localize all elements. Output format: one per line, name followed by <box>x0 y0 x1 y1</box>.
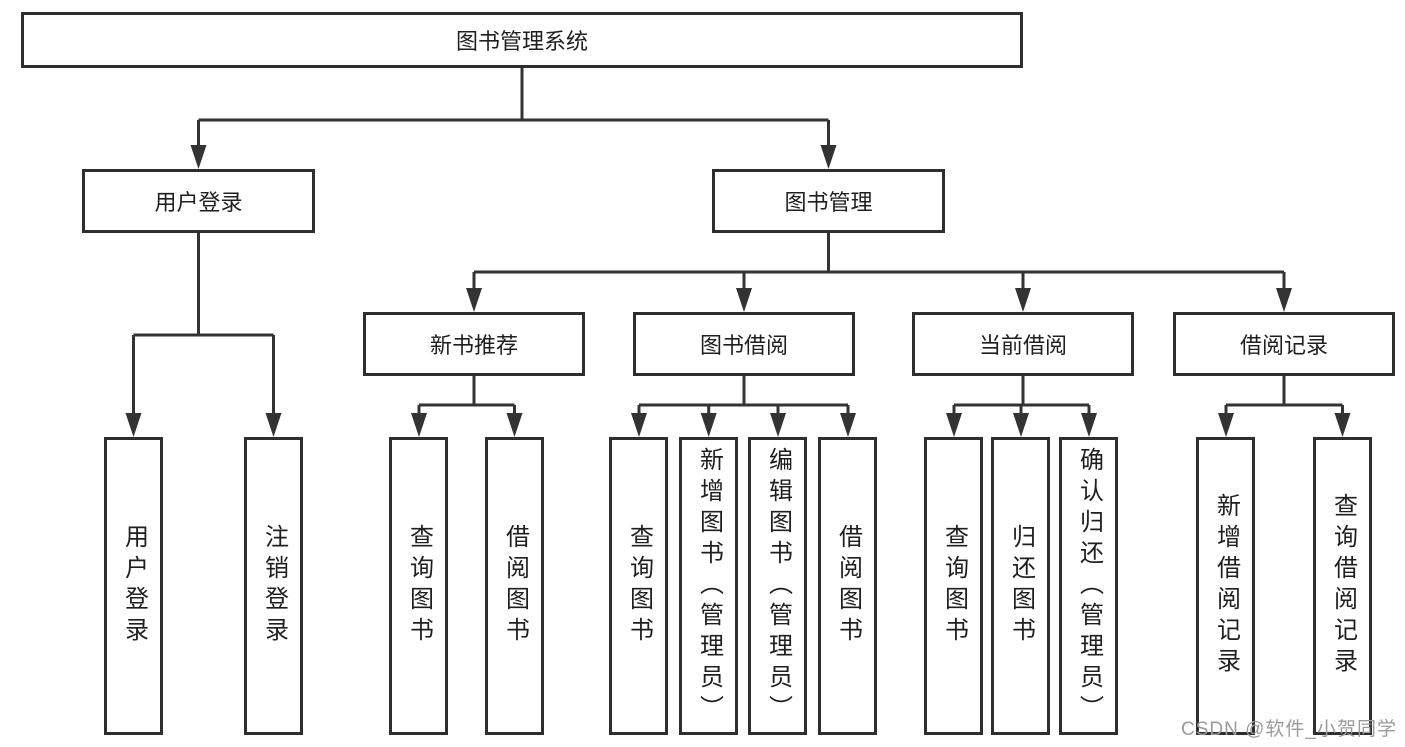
connector-arrowheads <box>125 145 1351 437</box>
node-current-borrowing-label: 当前借阅 <box>978 333 1067 358</box>
node-book-management-label: 图书管理 <box>784 190 873 215</box>
node-borrowing-records-label: 借阅记录 <box>1239 333 1328 358</box>
leaf-edit-books-admin-label: 编辑图书（管理员） <box>764 446 792 726</box>
node-book-borrowing: 图书借阅 <box>633 312 855 376</box>
node-new-book-recommendation: 新书推荐 <box>363 312 585 376</box>
leaf-logout-label: 注销登录 <box>260 524 288 648</box>
leaf-return-books-label: 归还图书 <box>1007 524 1035 648</box>
leaf-recommend-query-books-label: 查询图书 <box>405 524 433 648</box>
node-borrowing-records: 借阅记录 <box>1173 312 1395 376</box>
csdn-watermark: CSDN @软件_小贺同学 <box>1181 719 1397 740</box>
leaf-logout: 注销登录 <box>244 437 303 735</box>
leaf-current-query-books-label: 查询图书 <box>940 524 968 648</box>
leaf-add-books-admin: 新增图书（管理员） <box>679 437 738 735</box>
leaf-add-books-admin-label: 新增图书（管理员） <box>695 446 723 726</box>
leaf-confirm-return-admin: 确认归还（管理员） <box>1059 437 1118 735</box>
connector-lines <box>132 68 1344 414</box>
node-library-management-system: 图书管理系统 <box>21 12 1023 68</box>
node-library-management-system-label: 图书管理系统 <box>455 29 588 54</box>
leaf-add-borrow-record-label: 新增借阅记录 <box>1212 493 1240 679</box>
leaf-user-login-label: 用户登录 <box>120 524 148 648</box>
leaf-edit-books-admin: 编辑图书（管理员） <box>748 437 807 735</box>
leaf-borrowing-query-books-label: 查询图书 <box>625 524 653 648</box>
node-current-borrowing: 当前借阅 <box>912 312 1134 376</box>
node-user-login: 用户登录 <box>82 169 315 233</box>
leaf-recommend-query-books: 查询图书 <box>389 437 448 735</box>
leaf-borrow-books-label: 借阅图书 <box>834 524 862 648</box>
leaf-current-query-books: 查询图书 <box>924 437 983 735</box>
leaf-confirm-return-admin-label: 确认归还（管理员） <box>1075 446 1103 726</box>
leaf-return-books: 归还图书 <box>991 437 1050 735</box>
leaf-query-borrow-record: 查询借阅记录 <box>1313 437 1372 735</box>
leaf-recommend-borrow-books: 借阅图书 <box>485 437 544 735</box>
node-book-borrowing-label: 图书借阅 <box>699 333 788 358</box>
leaf-add-borrow-record: 新增借阅记录 <box>1196 437 1255 735</box>
node-book-management: 图书管理 <box>712 169 945 233</box>
node-user-login-label: 用户登录 <box>154 190 243 215</box>
leaf-user-login: 用户登录 <box>104 437 163 735</box>
node-new-book-recommendation-label: 新书推荐 <box>429 333 518 358</box>
leaf-borrow-books: 借阅图书 <box>818 437 877 735</box>
leaf-query-borrow-record-label: 查询借阅记录 <box>1329 493 1357 679</box>
leaf-borrowing-query-books: 查询图书 <box>609 437 668 735</box>
leaf-recommend-borrow-books-label: 借阅图书 <box>501 524 529 648</box>
